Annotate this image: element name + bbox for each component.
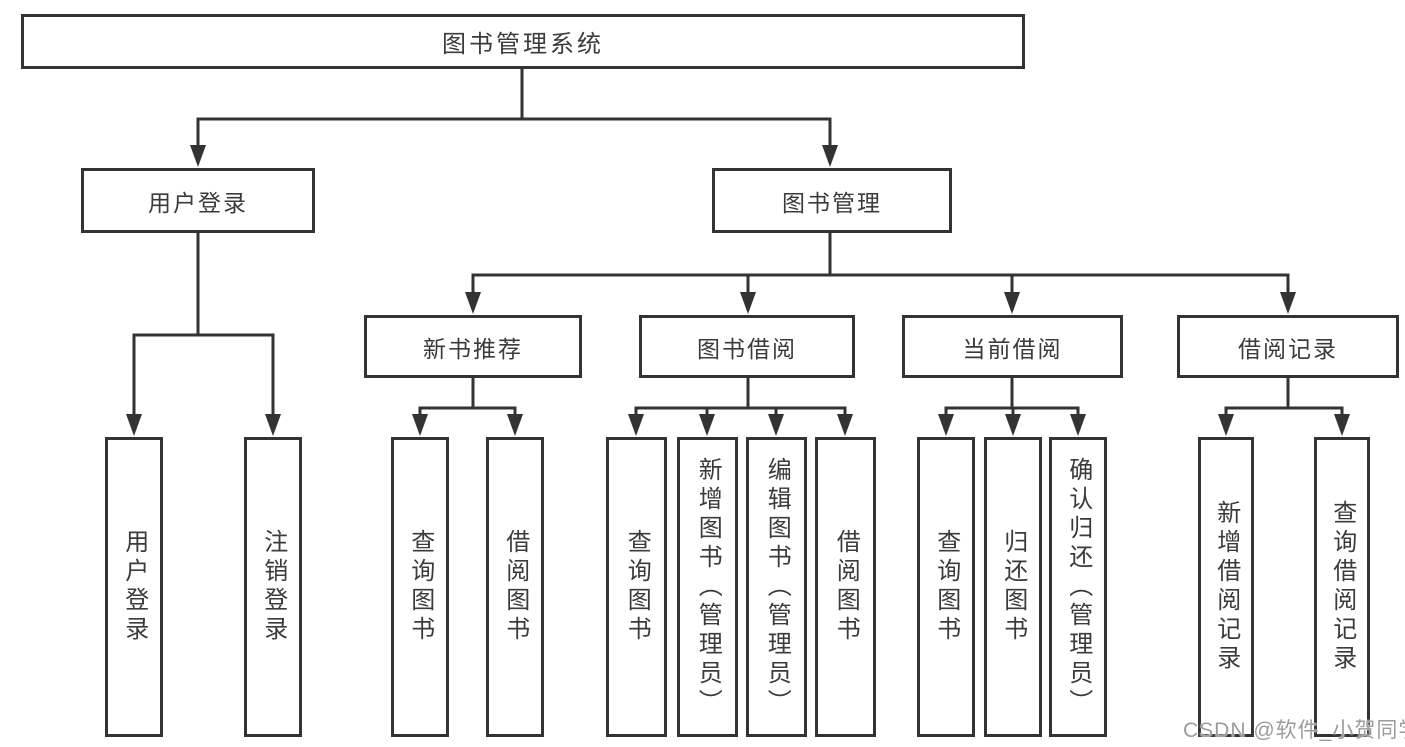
- watermark-csdn: CSDN @软件_小贺同学: [1183, 719, 1405, 742]
- node-current-borrow: 当前借阅: [902, 315, 1123, 378]
- leaf-add-borrow-record-label: 新增借阅记录: [1212, 500, 1240, 674]
- leaf-query-books-borrow-label: 查询图书: [623, 529, 651, 645]
- leaf-borrow-books-recommend: 借阅图书: [486, 437, 544, 737]
- leaf-return-books-label: 归还图书: [999, 529, 1027, 645]
- leaf-add-borrow-record: 新增借阅记录: [1198, 437, 1254, 737]
- node-book-management-label: 图书管理: [782, 189, 882, 216]
- node-user-login: 用户登录: [81, 168, 315, 233]
- leaf-query-books-recommend-label: 查询图书: [406, 529, 434, 645]
- node-root-system: 图书管理系统: [21, 14, 1025, 69]
- leaf-query-borrow-record: 查询借阅记录: [1314, 437, 1370, 737]
- node-book-borrow: 图书借阅: [639, 315, 855, 378]
- leaf-confirm-return-admin-label: 确认归还（管理员）: [1064, 456, 1092, 718]
- leaf-query-borrow-record-label: 查询借阅记录: [1328, 500, 1356, 674]
- leaf-borrow-books-label: 借阅图书: [832, 529, 860, 645]
- leaf-query-books-recommend: 查询图书: [391, 437, 449, 737]
- leaf-add-books-admin-label: 新增图书（管理员）: [694, 456, 722, 718]
- leaf-add-books-admin: 新增图书（管理员）: [677, 437, 738, 737]
- leaf-logout: 注销登录: [244, 437, 302, 737]
- node-book-management: 图书管理: [712, 168, 952, 233]
- leaf-query-books-current: 查询图书: [917, 437, 975, 737]
- node-user-login-label: 用户登录: [148, 189, 248, 216]
- node-new-book-recommend-label: 新书推荐: [423, 335, 523, 362]
- leaf-logout-label: 注销登录: [259, 529, 287, 645]
- leaf-borrow-books-recommend-label: 借阅图书: [501, 529, 529, 645]
- node-book-borrow-label: 图书借阅: [697, 335, 797, 362]
- leaf-edit-books-admin-label: 编辑图书（管理员）: [763, 456, 791, 718]
- leaf-return-books: 归还图书: [984, 437, 1042, 737]
- node-root-system-label: 图书管理系统: [442, 31, 604, 58]
- node-new-book-recommend: 新书推荐: [364, 315, 582, 378]
- leaf-user-login-label: 用户登录: [120, 529, 148, 645]
- leaf-borrow-books: 借阅图书: [815, 437, 876, 737]
- arrowheads: [126, 145, 1350, 436]
- node-borrow-records: 借阅记录: [1177, 315, 1399, 378]
- leaf-edit-books-admin: 编辑图书（管理员）: [746, 437, 807, 737]
- leaf-user-login: 用户登录: [105, 437, 163, 737]
- node-borrow-records-label: 借阅记录: [1238, 335, 1338, 362]
- leaf-query-books-current-label: 查询图书: [932, 529, 960, 645]
- leaf-query-books-borrow: 查询图书: [606, 437, 667, 737]
- leaf-confirm-return-admin: 确认归还（管理员）: [1049, 437, 1107, 737]
- node-current-borrow-label: 当前借阅: [962, 335, 1063, 362]
